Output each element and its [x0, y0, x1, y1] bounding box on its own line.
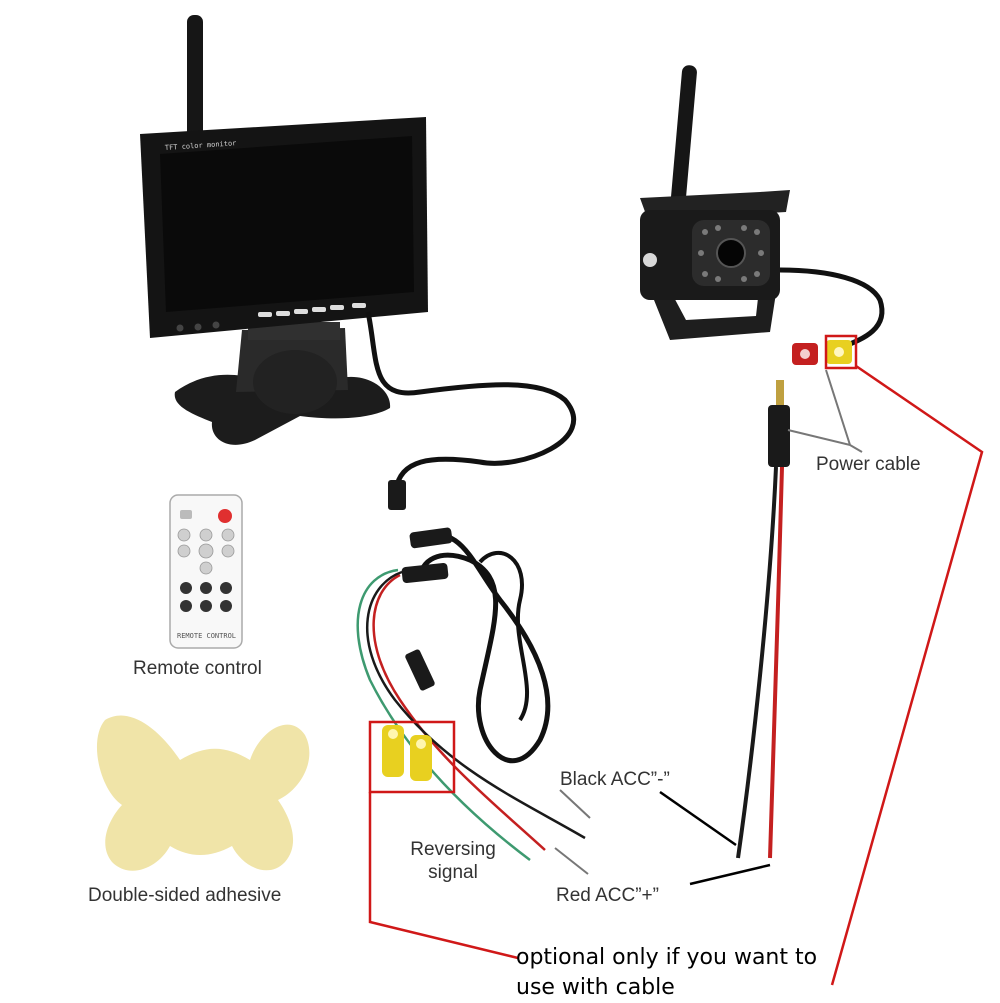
- remote-power-button: [218, 509, 232, 523]
- wire-green: [356, 568, 531, 861]
- monitor-screen: [160, 136, 414, 312]
- black-acc-pointer: [659, 790, 737, 847]
- camera-cable: [779, 267, 885, 351]
- power-plug: [768, 405, 790, 467]
- wire-pointer-upper: [559, 789, 591, 819]
- remote-number-buttons: [180, 582, 232, 612]
- label-black-acc: Black ACC”-”: [560, 769, 670, 790]
- rca-plug-2: [410, 735, 432, 781]
- optional-cable-note-line1: optional only if you want to: [516, 945, 818, 970]
- highlight-box-rca: [368, 720, 456, 794]
- monitor-cable-plug: [388, 480, 406, 510]
- camera-side-bolt: [643, 253, 657, 267]
- highlight-connector-line: [368, 364, 984, 986]
- label-reversing-signal-line2: signal: [428, 862, 478, 883]
- remote-nav-buttons: [177, 528, 235, 575]
- extension-cable: [356, 527, 586, 861]
- label-reversing-signal-line1: Reversing: [410, 839, 496, 860]
- remote-brand-text: REMOTE CONTROL: [177, 632, 236, 640]
- extension-connector-a: [409, 527, 453, 549]
- camera-ir-leds: [698, 225, 764, 282]
- camera-lens: [716, 238, 746, 268]
- camera-antenna: [670, 65, 697, 215]
- power-wire-black: [736, 466, 778, 859]
- red-acc-pointer: [689, 863, 771, 886]
- highlight-box-camera-video: [824, 334, 858, 370]
- extension-connector-b: [401, 563, 449, 583]
- monitor-cable: [365, 311, 576, 491]
- label-remote-control: Remote control: [133, 658, 262, 679]
- label-reversing-signal: Reversing signal: [398, 838, 508, 884]
- remote: REMOTE CONTROL: [169, 494, 243, 649]
- power-plug-tip: [776, 380, 784, 410]
- wire-black: [365, 570, 586, 840]
- extension-cable-loop: [478, 550, 530, 722]
- power-cable-pointer: [787, 369, 863, 453]
- annotation-lines: [368, 334, 984, 986]
- monitor-antenna: [187, 15, 203, 143]
- label-red-acc: Red ACC”+”: [556, 885, 659, 906]
- adhesive-pad: [96, 715, 310, 871]
- optional-cable-note-line2: use with cable: [516, 975, 675, 1000]
- label-power-cable: Power cable: [816, 454, 921, 475]
- camera-bracket: [650, 280, 778, 340]
- monitor: TFT color monitor: [140, 15, 576, 510]
- rca-plug-1: [382, 725, 404, 777]
- optional-cable-note: optional only if you want to use with ca…: [516, 943, 817, 1003]
- wire-pointer-lower: [554, 847, 589, 875]
- extension-cable-coil: [413, 532, 551, 764]
- power-cable: [736, 380, 790, 859]
- monitor-stand-knob: [253, 350, 337, 414]
- monitor-buttons: [176, 303, 366, 332]
- power-wire-red: [768, 466, 784, 859]
- label-double-sided-adhesive: Double-sided adhesive: [88, 885, 282, 906]
- inline-connector: [405, 649, 435, 691]
- wire-red: [372, 573, 546, 851]
- camera: [640, 65, 885, 365]
